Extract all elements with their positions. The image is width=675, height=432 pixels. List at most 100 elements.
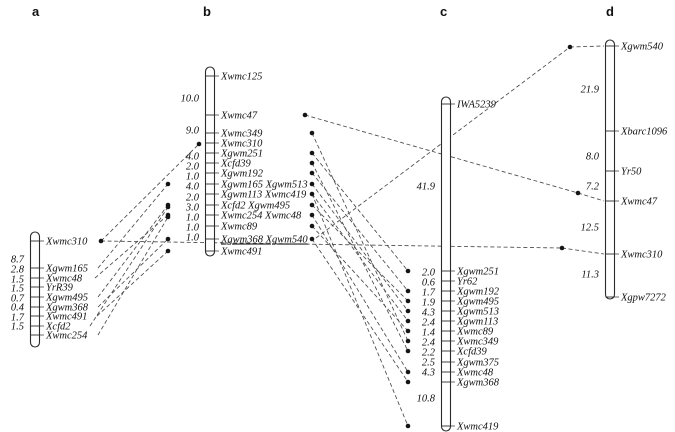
marker-label-d: Xwmc310 [620, 250, 663, 261]
marker-label-b: Xwmc125 [220, 72, 262, 83]
junction-dot [309, 191, 315, 197]
distance-label-b: 1.0 [186, 223, 200, 234]
marker-label-b: Xcfd39 [220, 159, 251, 170]
marker-label-c: Xgwm251 [456, 267, 499, 278]
marker-label-b: Xgwm113 Xwmc419 [220, 190, 307, 201]
marker-label-a: Xgwm495 [45, 293, 88, 304]
junction-dot [405, 268, 411, 274]
junction-dot [405, 318, 411, 324]
junction-dot [309, 160, 315, 166]
distance-label-a: 1.7 [11, 313, 25, 324]
connector-line-Xwmc310-a-b [100, 143, 200, 242]
connector-line-Xcfd39-b-c [311, 162, 409, 352]
junction-dot [165, 236, 171, 242]
distance-label-d: 8.0 [586, 152, 600, 163]
connector-line-Xgwm165-a-b [97, 183, 169, 269]
connector-line-Xwmc491-a-b [96, 250, 169, 317]
connector-line-Xwmc47-b-d-2 [577, 192, 605, 202]
junction-dot [309, 150, 315, 156]
distance-label-c: 2.4 [422, 338, 436, 349]
marker-label-a: Xwmc254 [45, 331, 88, 342]
marker-label-d: Xgpw7272 [620, 293, 667, 304]
junction-dot [98, 238, 104, 244]
junction-dot [405, 308, 411, 314]
junction-dot [405, 423, 411, 429]
connector-line-Xgwm251-b-c [311, 152, 409, 272]
panel-label-b: b [203, 4, 211, 19]
distance-label-b: 3.0 [185, 203, 200, 214]
connector-line-Xgwm495-a-b [97, 204, 169, 298]
distance-label-c: 10.8 [417, 394, 436, 405]
connector-line-Xgwm368-b-c [311, 238, 409, 383]
junction-dot [309, 236, 315, 242]
distance-label-d: 11.3 [581, 270, 599, 281]
marker-label-a: Xwmc48 [45, 274, 83, 285]
junction-dot [405, 328, 411, 334]
marker-label-c: Xwmc349 [456, 337, 499, 348]
marker-label-d: Xwmc47 [620, 197, 658, 208]
junction-dot [309, 202, 315, 208]
distance-label-b: 1.0 [186, 213, 200, 224]
marker-label-c: Xgwm375 [456, 358, 499, 369]
distance-label-b: 1.0 [186, 233, 200, 244]
marker-label-a: Xcfd2 [45, 322, 71, 333]
marker-label-c: Xcfd39 [456, 347, 487, 358]
distance-label-c: 4.3 [422, 308, 435, 319]
junction-dot [405, 338, 411, 344]
marker-label-c: Yr62 [457, 277, 478, 288]
distance-label-a: 2.8 [11, 265, 25, 276]
connector-line-Xgwm495-b-c [311, 204, 409, 302]
distance-label-a: 0.7 [11, 294, 25, 305]
distance-label-b: 2.0 [186, 162, 200, 173]
junction-dot [165, 214, 171, 220]
distance-label-b: 10.0 [181, 94, 200, 105]
distance-label-c: 4.3 [422, 368, 435, 379]
connector-line-Xcfd2-a-b [89, 206, 169, 327]
distance-label-a: 1.5 [11, 322, 24, 333]
connector-line-Xgwm113-b-c [311, 193, 409, 322]
connector-line-Xwmc310-a-d-2 [561, 247, 605, 255]
junction-dot [405, 298, 411, 304]
marker-label-c: Xwmc419 [456, 422, 499, 432]
distance-label-d: 21.9 [581, 85, 600, 96]
marker-label-d: Yr50 [621, 167, 642, 178]
connector-line-Xgwm192-b-c [311, 172, 409, 292]
marker-label-c: Xwmc89 [456, 327, 494, 338]
panel-label-d: d [606, 4, 614, 19]
distance-label-c: 2.0 [422, 268, 436, 279]
marker-label-b: Xwmc491 [220, 247, 262, 258]
junction-dot [302, 112, 308, 118]
junction-dot [165, 204, 171, 210]
connector-line-Xwmc89-b-c [311, 225, 409, 332]
distance-label-d: 12.5 [581, 223, 599, 234]
connector-line-Xgwm368-a-b [97, 238, 169, 308]
panel-label-c: c [440, 4, 447, 19]
distance-label-c: 2.4 [422, 318, 436, 329]
junction-dot [559, 245, 565, 251]
marker-label-a: YrR39 [46, 283, 74, 294]
marker-label-c: Xgwm513 [456, 307, 499, 318]
connector-line-Xwmc349-b-c [311, 132, 409, 342]
connector-line-Xgwm513-b-c [311, 183, 409, 312]
distance-label-c: 1.4 [422, 328, 436, 339]
junction-dot [309, 170, 315, 176]
chromosome-bar-b [204, 66, 216, 257]
marker-label-b: Xgwm251 [220, 149, 263, 160]
distance-label-b: 1.0 [186, 172, 200, 183]
marker-label-b: Xgwm192 [220, 169, 264, 180]
marker-label-b: Xgwm165 Xgwm513 [220, 180, 308, 191]
junction-dot [309, 212, 315, 218]
marker-label-b: Xcfd2 Xgwm495 [220, 201, 290, 212]
junction-dot [405, 348, 411, 354]
marker-label-d: Xgwm540 [620, 42, 664, 53]
junction-dot [567, 44, 573, 50]
marker-label-a: Xwmc310 [45, 237, 88, 248]
junction-dot [405, 379, 411, 385]
connector-line-Xwmc310-a-d-1 [100, 240, 563, 249]
marker-label-c: Xgwm113 [456, 317, 498, 328]
distance-label-b: 4.0 [186, 182, 200, 193]
panel-label-a: a [32, 4, 40, 19]
marker-label-a: Xgwm368 [45, 303, 89, 314]
